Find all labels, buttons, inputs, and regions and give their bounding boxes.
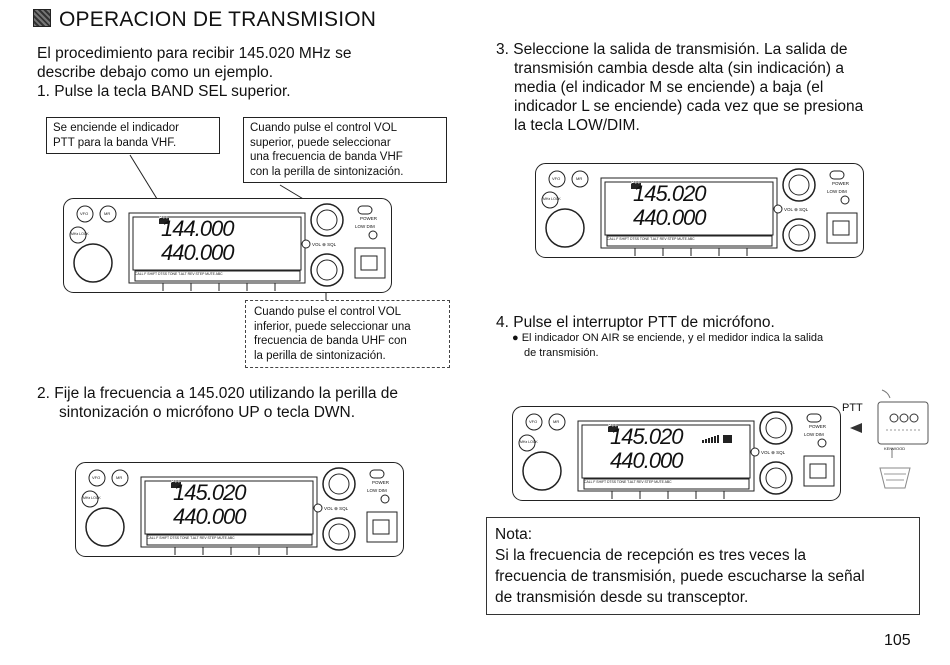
power-label: POWER [372,480,390,485]
frequency-b: 440.000 [610,448,684,473]
microphone-illustration: PTT KENWOOD [842,388,932,498]
ptt-button[interactable]: PTT [842,402,863,414]
vfo-button[interactable]: VFO [92,475,101,480]
power-label: POWER [809,424,827,429]
mhz-button[interactable]: MHz LOCK [543,197,561,201]
frequency-a: 145.020 [610,424,684,449]
ptt-badge: PTT [608,423,618,429]
microphone-icon [850,389,929,489]
callout-ptt-vhf: Se enciende el indicador PTT para la ban… [46,117,220,154]
mhz-button[interactable]: MHz LOCK [83,496,101,500]
key-labels: CALL F SHIFT DTSS TONE T.ALT REV STEP MU… [147,536,235,540]
kenwood-logo: KENWOOD [884,446,906,451]
frequency-a: 145.020 [173,480,247,505]
power-label: POWER [832,181,850,186]
frequency-a: 145.020 [633,181,707,206]
radio-body-4 [512,406,841,501]
radio-panel-3: PTT 145.020 440.000 CALL F SHIFT DTSS TO… [535,163,865,258]
radio-body-2 [75,462,404,557]
frequency-a: 144.000 [161,216,235,241]
intro-paragraph: El procedimiento para recibir 145.020 MH… [37,44,457,101]
callout-vol-upper: Cuando pulse el control VOL superior, pu… [243,117,447,183]
low-dim-label: LOW DIM [804,432,824,437]
frequency-b: 440.000 [173,504,247,529]
ptt-badge: PTT [171,479,181,485]
step-4-note: ● El indicador ON AIR se enciende, y el … [512,332,824,359]
vol-sql-label: VOL ⊕ SQL [761,450,786,455]
radio-panel-1: PTT 144.000 440.000 CALL F SHIFT DTSS TO… [63,198,393,293]
step-3: 3. Seleccione la salida de transmisión. … [496,41,864,134]
callout-vol-lower: Cuando pulse el control VOL inferior, pu… [245,300,450,368]
step-1: 1. Pulse la tecla BAND SEL superior. [37,83,291,100]
mhz-button[interactable]: MHz LOCK [71,232,89,236]
ptt-badge: PTT [159,215,169,221]
vfo-button[interactable]: VFO [529,419,538,424]
frequency-b: 440.000 [633,205,707,230]
power-label: POWER [360,216,378,221]
radio-body-1 [63,198,392,293]
step-2: 2. Fije la frecuencia a 145.020 utilizan… [37,385,399,421]
vfo-button[interactable]: VFO [80,211,89,216]
low-dim-label: LOW DIM [355,224,375,229]
radio-body-3 [535,163,864,258]
ptt-badge: PTT [631,180,641,186]
step-4: 4. Pulse el interruptor PTT de micrófono… [496,314,775,331]
mhz-button[interactable]: MHz LOCK [520,440,538,444]
frequency-b: 440.000 [161,240,235,265]
page-number: 105 [884,632,911,649]
vol-sql-label: VOL ⊕ SQL [312,242,337,247]
key-labels: CALL F SHIFT DTSS TONE T.ALT REV STEP MU… [135,272,223,276]
key-labels: CALL F SHIFT DTSS TONE T.ALT REV STEP MU… [607,237,695,241]
low-dim-label: LOW DIM [367,488,387,493]
section-marker-icon [33,9,51,27]
vfo-button[interactable]: VFO [552,176,561,181]
radio-panel-2: PTT 145.020 440.000 CALL F SHIFT DTSS TO… [75,462,405,557]
key-labels: CALL F SHIFT DTSS TONE T.ALT REV STEP MU… [584,480,672,484]
mr-button[interactable]: MR [576,176,583,181]
low-dim-label: LOW DIM [827,189,847,194]
nota-box: Nota: Si la frecuencia de recepción es t… [486,517,920,615]
mr-button[interactable]: MR [116,475,123,480]
mr-button[interactable]: MR [104,211,111,216]
radio-panel-4: PTT 145.020 440.000 CALL F SHIFT DTSS TO… [512,406,842,501]
signal-meter-icon [702,435,732,443]
vol-sql-label: VOL ⊕ SQL [324,506,349,511]
bullet-icon: ● [512,332,522,344]
page-title: OPERACION DE TRANSMISION [33,8,376,32]
vol-sql-label: VOL ⊕ SQL [784,207,809,212]
mr-button[interactable]: MR [553,419,560,424]
nota-heading: Nota: [495,526,533,543]
